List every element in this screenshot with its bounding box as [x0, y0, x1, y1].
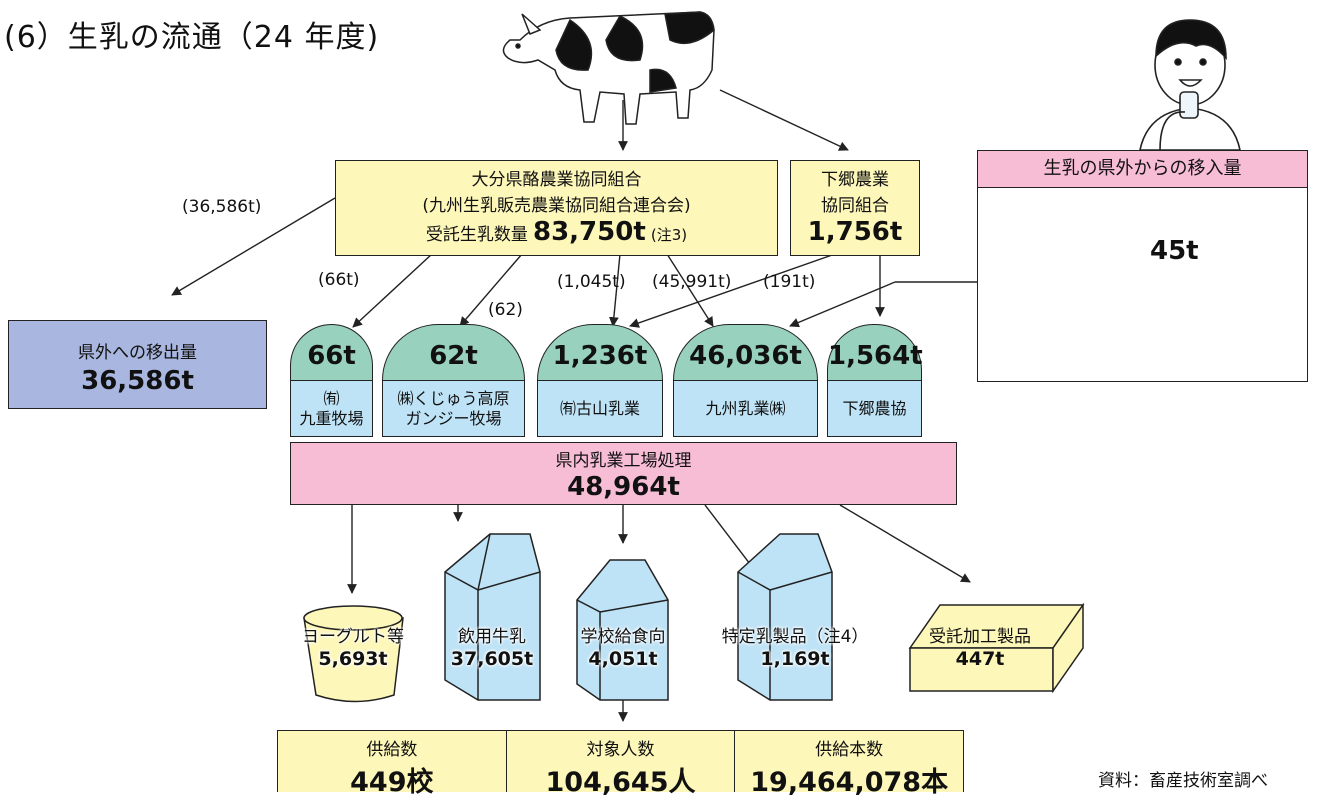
product-amount: 5,693t — [318, 648, 388, 670]
table-cell: 供給数 449校 — [278, 731, 507, 798]
flow-label-furuyama: (1,045t) — [557, 272, 626, 292]
table-header: 供給本数 — [815, 740, 884, 760]
school-milk-carton-illustration — [576, 559, 669, 701]
yogurt-cup-illustration — [303, 605, 404, 703]
processing-box: 県内乳業工場処理 48,964t — [290, 442, 957, 505]
cow-illustration — [502, 11, 715, 125]
product-label: 飲用牛乳 37,605t — [437, 626, 547, 670]
import-box-title: 生乳の県外からの移入量 — [978, 151, 1307, 188]
milk-carton-illustration — [444, 533, 541, 701]
source-note: 資料：畜産技術室調べ — [1098, 771, 1268, 791]
dairy-product-carton-illustration — [737, 533, 833, 701]
plant-name-line: 下郷農協 — [842, 398, 907, 418]
processing-amount: 48,964t — [567, 472, 680, 502]
product-name: 学校給食向 — [580, 627, 666, 647]
plant-name-box: 九州乳業㈱ — [673, 380, 818, 437]
flow-label-kyushu: (45,991t) — [652, 272, 732, 292]
table-cell: 対象人数 104,645人 — [507, 731, 736, 798]
product-amount: 447t — [955, 648, 1005, 670]
flow-label-export: (36,586t) — [182, 197, 262, 217]
coop-amount-label: 受託生乳数量 — [425, 225, 528, 245]
product-amount: 37,605t — [450, 648, 534, 670]
school-lunch-table: 供給数 449校 対象人数 104,645人 供給本数 19,464,078本 — [277, 730, 964, 798]
shimogo-coop-amount: 1,756t — [807, 217, 903, 247]
coop-federation-name: (九州生乳販売農業協同組合連合会) — [422, 196, 691, 216]
plant-name-line: ガンジー牧場 — [405, 408, 502, 428]
product-label: ヨーグルト等 5,693t — [283, 626, 423, 670]
product-name: 受託加工製品 — [929, 627, 1031, 647]
import-amount: 45t — [1150, 236, 1199, 266]
product-label: 受託加工製品 447t — [915, 626, 1045, 670]
flow-label-kokonoe: (66t) — [318, 270, 360, 290]
processing-title: 県内乳業工場処理 — [555, 451, 692, 471]
table-value: 449校 — [350, 767, 434, 798]
table-value: 19,464,078本 — [750, 767, 949, 798]
plant-name-line: 九州乳業㈱ — [705, 398, 786, 418]
shimogo-coop-name-2: 協同組合 — [821, 196, 889, 216]
plant-amount: 46,036t — [673, 324, 818, 380]
table-header: 対象人数 — [586, 740, 655, 760]
product-name: 特定乳製品（注4） — [721, 627, 869, 647]
import-box: 生乳の県外からの移入量 — [977, 150, 1308, 382]
processed-product-box-illustration — [908, 602, 1085, 694]
flow-label-shimogo: (191t) — [763, 272, 816, 292]
product-amount: 1,169t — [760, 648, 830, 670]
plant-amount: 62t — [382, 324, 525, 380]
plant-name-box: ㈲ 九重牧場 — [290, 380, 373, 437]
export-amount: 36,586t — [81, 366, 194, 396]
product-name: 飲用牛乳 — [458, 627, 526, 647]
flow-label-kuju: (62) — [488, 300, 523, 320]
plant-name-line: ㈲古山乳業 — [559, 398, 640, 418]
coop-amount: 83,750t — [532, 217, 646, 247]
page-title: (6）生乳の流通（24 年度) — [4, 20, 380, 55]
export-title: 県外への移出量 — [78, 343, 197, 363]
coop-amount-row: 受託生乳数量 83,750t (注3) — [336, 219, 777, 248]
product-label: 学校給食向 4,051t — [563, 626, 683, 670]
export-box: 県外への移出量 36,586t — [8, 320, 267, 409]
boy-drinking-milk-illustration — [1139, 19, 1241, 151]
plant-name-line: ㈱くじゅう高原 — [397, 388, 510, 408]
plant-name-line: ㈲ — [323, 388, 340, 408]
coop-name: 大分県酪農業協同組合 — [471, 170, 642, 190]
product-amount: 4,051t — [588, 648, 658, 670]
shimogo-coop-box: 下郷農業 協同組合 1,756t — [790, 160, 920, 256]
coop-note: (注3) — [650, 226, 688, 244]
product-name: ヨーグルト等 — [302, 627, 404, 647]
table-header: 供給数 — [366, 740, 418, 760]
table-cell: 供給本数 19,464,078本 — [735, 731, 963, 798]
plant-name-box: ㈲古山乳業 — [537, 380, 663, 437]
plant-name-line: 九重牧場 — [299, 408, 364, 428]
table-value: 104,645人 — [545, 767, 696, 798]
oita-dairy-coop-box: 大分県酪農業協同組合 (九州生乳販売農業協同組合連合会) 受託生乳数量 83,7… — [335, 160, 778, 256]
plant-name-box: 下郷農協 — [827, 380, 922, 437]
shimogo-coop-name-1: 下郷農業 — [821, 170, 889, 190]
product-label: 特定乳製品（注4） 1,169t — [700, 626, 890, 670]
plant-name-box: ㈱くじゅう高原 ガンジー牧場 — [382, 380, 525, 437]
